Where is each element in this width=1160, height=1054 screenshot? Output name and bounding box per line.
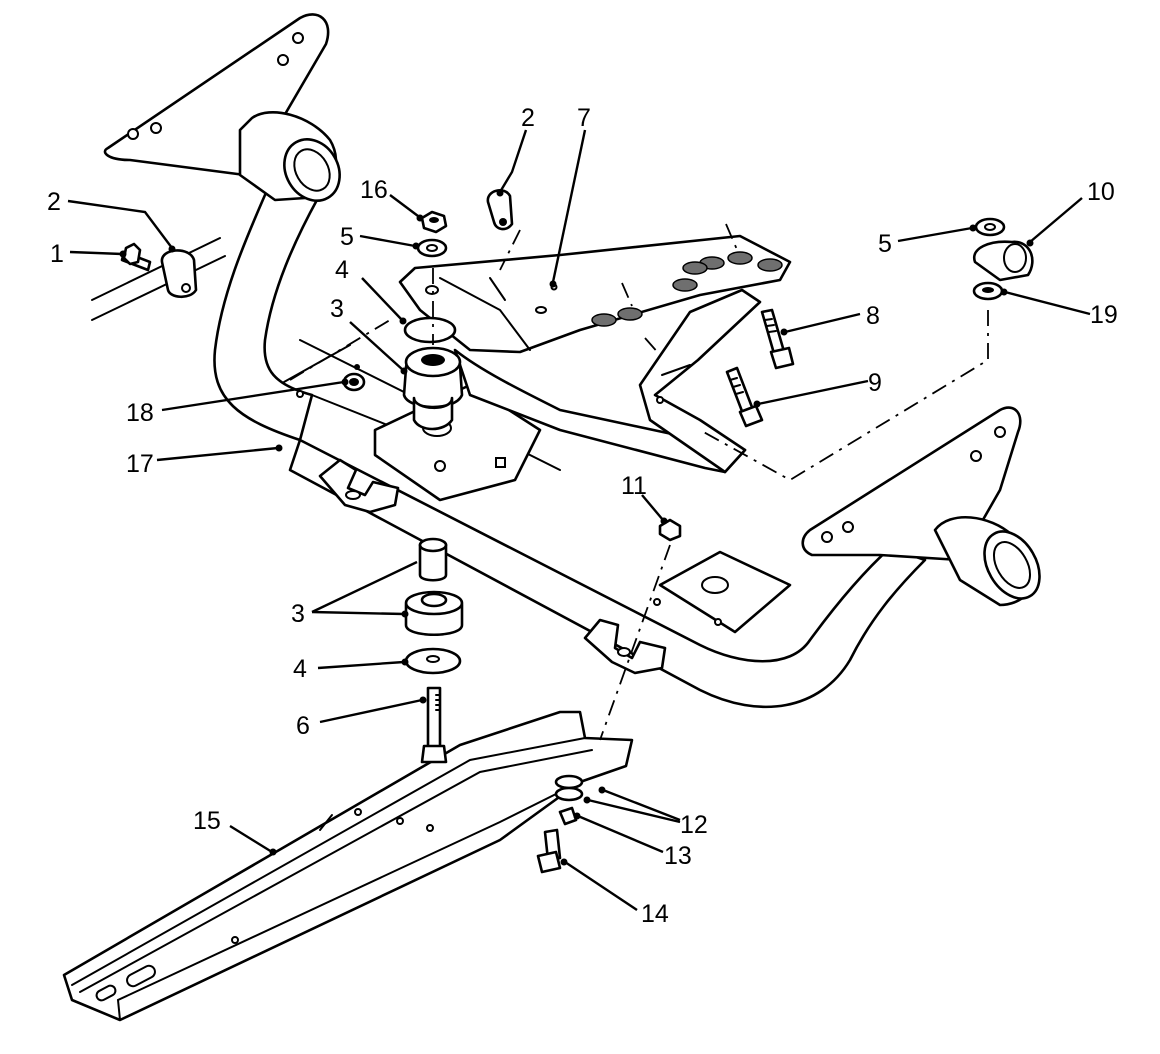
callout-5-right: 5 [878,230,892,258]
callout-18: 18 [126,399,154,427]
callout-17: 17 [126,450,154,478]
callout-10: 10 [1087,178,1115,206]
left-mount-plate [103,13,341,202]
callout-13: 13 [664,842,692,870]
callout-3-lower: 3 [291,600,305,628]
lower-mount-stack [404,537,464,764]
callout-19: 19 [1090,301,1118,329]
callout-4-upper: 4 [335,256,349,284]
callout-9: 9 [868,369,882,397]
callout-11: 11 [621,472,647,500]
right-mount-plate [801,406,1041,607]
upper-support-plate [398,234,792,474]
leader-lines [67,129,1091,911]
bolt-9 [725,366,764,428]
right-fastener-stack [536,518,682,874]
callout-7: 7 [577,104,591,132]
wire-clip-upper [486,189,514,231]
alignment-lines [289,223,989,741]
frame-clip-right [583,618,667,675]
callout-1: 1 [50,240,64,268]
tube-clamp-assembly [91,237,226,321]
callout-12: 12 [680,811,708,839]
callout-4-lower: 4 [293,655,307,683]
callout-14: 14 [641,900,669,928]
callout-16: 16 [360,176,388,204]
callout-8: 8 [866,302,880,330]
frame-clip-left [318,458,400,514]
callout-2-upper: 2 [521,104,535,132]
callout-labels: 1 2 2 3 3 4 4 5 5 6 7 8 9 10 11 12 13 14… [47,104,1118,928]
callout-5-left: 5 [340,223,354,251]
upper-mount-stack [402,210,464,431]
callout-2-left: 2 [47,188,61,216]
callout-6: 6 [296,712,310,740]
frame-mount-pad [658,550,792,634]
side-rail-channel [62,710,634,1022]
callout-3-upper: 3 [330,295,344,323]
callout-15: 15 [193,807,221,835]
bolt-8 [760,308,795,370]
clamp-right-assembly [972,217,1034,301]
